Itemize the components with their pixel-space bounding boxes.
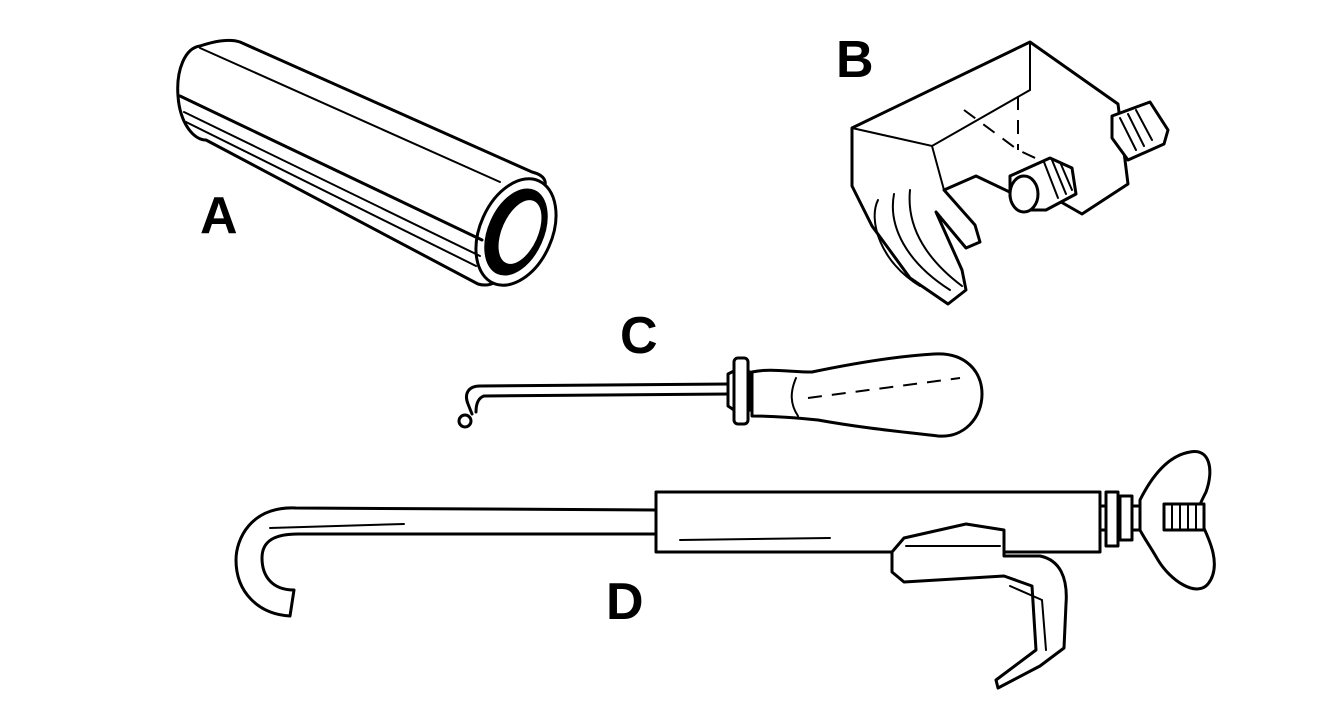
tool-label-b: B xyxy=(836,31,874,89)
tool-label-a: A xyxy=(200,187,238,245)
tool-label-d: D xyxy=(606,573,644,631)
tool-label-c: C xyxy=(620,307,658,365)
